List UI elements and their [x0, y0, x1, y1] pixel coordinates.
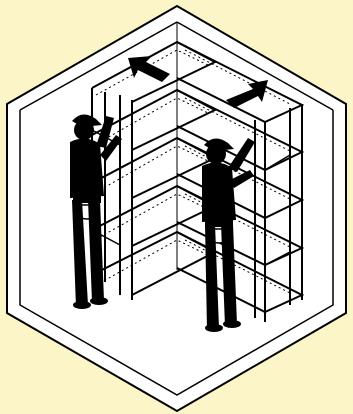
assembly-illustration: [0, 0, 353, 414]
illustration-canvas: [0, 0, 353, 414]
